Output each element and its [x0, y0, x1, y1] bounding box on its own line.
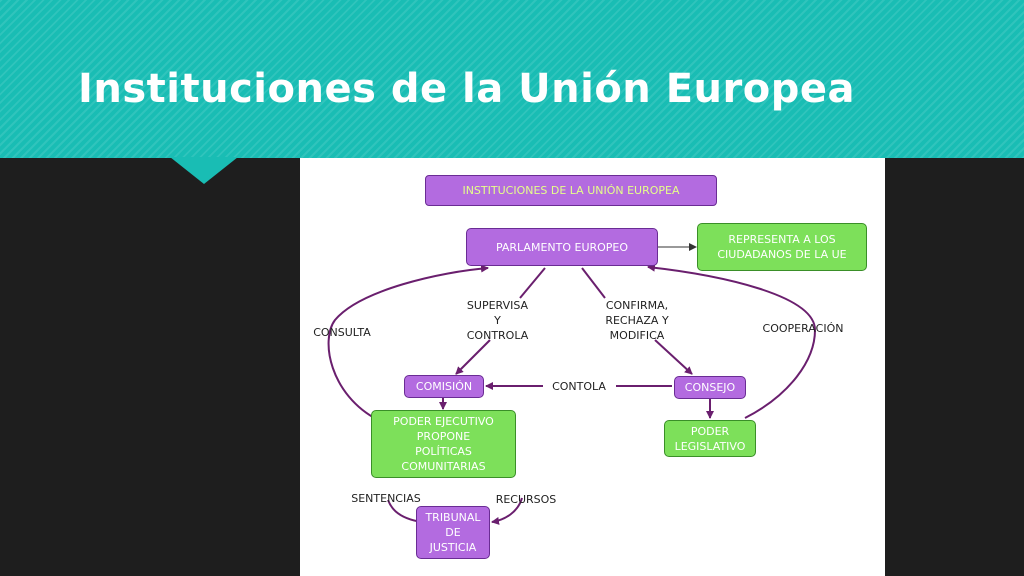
representa-label: REPRESENTA A LOS CIUDADANOS DE LA UE	[717, 233, 847, 261]
poder-legislativo-label: PODER LEGISLATIVO	[674, 424, 746, 453]
representa-node: REPRESENTA A LOS CIUDADANOS DE LA UE	[697, 223, 867, 271]
poder-ejecutivo-node: PODER EJECUTIVO PROPONE POLÍTICAS COMUNI…	[371, 410, 516, 478]
arrow-parlamento-confirma	[581, 267, 606, 299]
heading-box: INSTITUCIONES DE LA UNIÓN EUROPEA	[425, 175, 717, 206]
arrow-sentencias	[387, 499, 423, 523]
parlamento-label: PARLAMENTO EUROPEO	[495, 240, 629, 254]
arrow-cooperacion	[647, 263, 817, 419]
label-consulta: CONSULTA	[313, 326, 371, 339]
label-confirma: CONFIRMA, RECHAZA Y MODIFICA	[605, 299, 669, 342]
arrow-consulta	[327, 264, 489, 421]
label-supervisa: SUPERVISA Y CONTROLA	[466, 299, 529, 342]
poder-ejecutivo-label: PODER EJECUTIVO PROPONE POLÍTICAS COMUNI…	[393, 415, 494, 473]
arrow-recursos	[491, 497, 523, 525]
header-pointer	[170, 157, 238, 184]
comision-node: COMISIÓN	[404, 375, 484, 398]
slide-header	[0, 0, 1024, 158]
label-recursos: RECURSOS	[495, 493, 557, 506]
consejo-node: CONSEJO	[674, 376, 746, 399]
label-sentencias: SENTENCIAS	[351, 492, 421, 505]
tribunal-node: TRIBUNAL DE JUSTICIA	[416, 506, 490, 559]
label-contola: CONTOLA	[552, 380, 606, 393]
poder-legislativo-node: PODER LEGISLATIVO	[664, 420, 756, 457]
slide-title: Instituciones de la Unión Europea	[78, 66, 855, 112]
arrow-parlamento-comision	[519, 267, 546, 299]
comision-label: COMISIÓN	[415, 380, 473, 393]
label-cooperacion: COOPERACIÓN	[762, 322, 844, 335]
heading-label: INSTITUCIONES DE LA UNIÓN EUROPEA	[462, 184, 680, 197]
tribunal-label: TRIBUNAL DE JUSTICIA	[425, 511, 481, 554]
consejo-label: CONSEJO	[684, 381, 736, 394]
arrow-confirma-consejo	[654, 339, 693, 375]
parlamento-node: PARLAMENTO EUROPEO	[466, 228, 658, 266]
arrow-supervisa-comision	[455, 339, 491, 375]
